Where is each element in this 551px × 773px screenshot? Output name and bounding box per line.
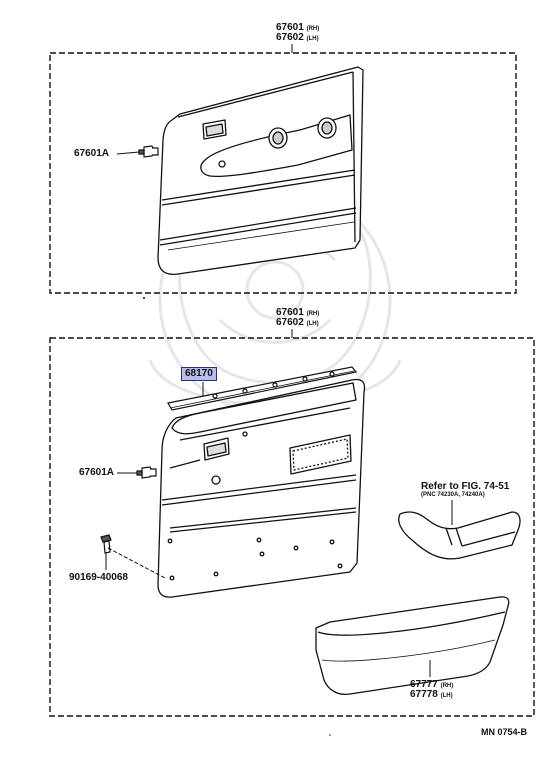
lower-rh-suffix: (RH) <box>306 311 320 317</box>
refer-pnc: (PNC 74230A, 74240A) <box>421 492 485 498</box>
screw-dashed-leader <box>107 547 166 579</box>
weatherstrip-68170 <box>167 366 358 411</box>
armrest-upper-part <box>398 511 521 560</box>
armrest-part-number-rh: 67777 (RH) <box>410 679 454 690</box>
lower-door-trim-panel <box>157 378 366 598</box>
upper-door-trim-panel <box>157 66 364 276</box>
upper-clip <box>138 145 159 158</box>
armrest-lh-suffix: (LH) <box>440 693 453 699</box>
upper-part-number-lh: 67602 (LH) <box>276 32 319 43</box>
speck <box>143 297 145 299</box>
weatherstrip-label-highlight[interactable]: 68170 <box>181 367 217 381</box>
trim-screw <box>100 534 112 554</box>
upper-part-number-rh: 67601 (RH) <box>276 22 320 33</box>
upper-rh-suffix: (RH) <box>306 26 320 32</box>
refer-text: Refer to FIG. 74-51 <box>421 481 510 492</box>
upper-frame <box>49 52 517 294</box>
speck <box>329 734 331 736</box>
lower-frame <box>49 337 535 717</box>
armrest-rh-suffix: (RH) <box>440 683 454 689</box>
lower-part-number-rh: 67601 (RH) <box>276 307 320 318</box>
armrest-lower-part <box>315 596 510 696</box>
upper-clip-leader <box>116 151 140 155</box>
diagram-code: MN 0754-B <box>481 727 528 737</box>
lower-clip <box>136 466 157 479</box>
upper-clip-label: 67601A <box>74 148 110 159</box>
lower-lh-suffix: (LH) <box>306 321 319 327</box>
lower-clip-label: 67601A <box>79 467 115 478</box>
lower-part-number-lh: 67602 (LH) <box>276 317 319 328</box>
upper-lh-suffix: (LH) <box>306 36 319 42</box>
armrest-part-number-lh: 67778 (LH) <box>410 689 453 700</box>
screw-label: 90169-40068 <box>69 572 128 583</box>
